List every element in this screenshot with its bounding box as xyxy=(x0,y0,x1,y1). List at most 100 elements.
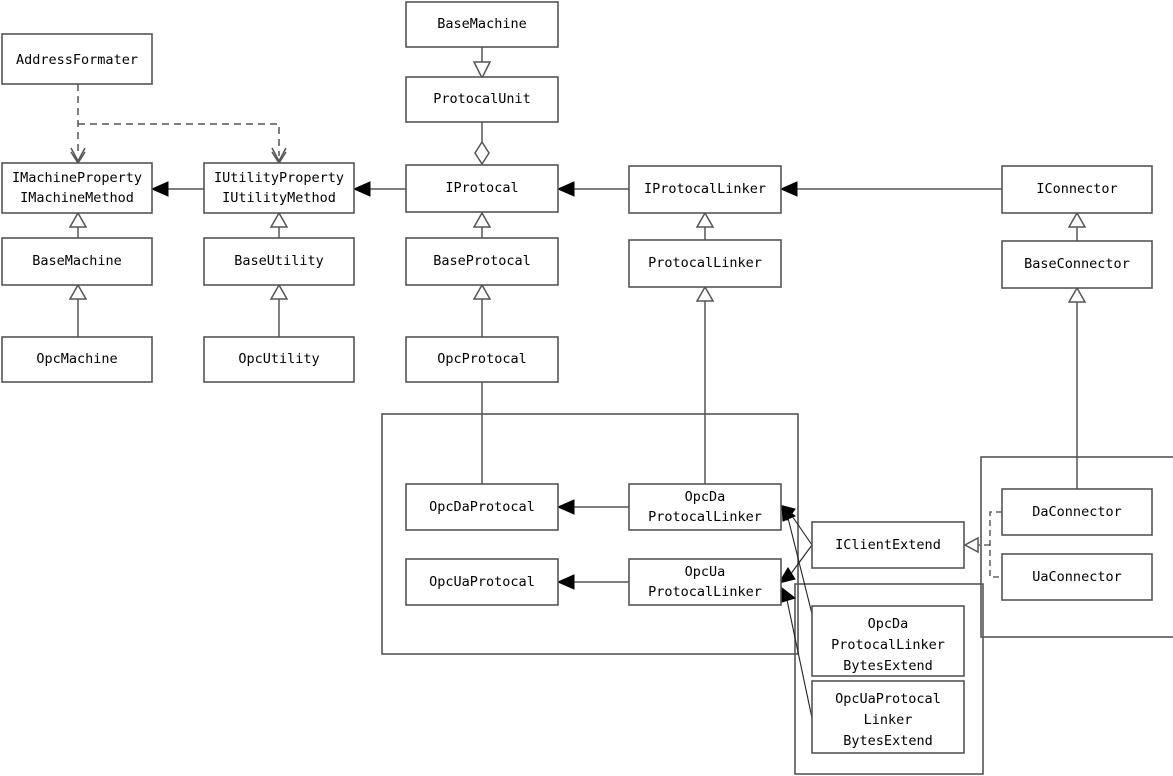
node-iclient-extend-label: IClientExtend xyxy=(835,537,941,553)
node-base-utility-label: BaseUtility xyxy=(234,253,323,269)
edge-opcualinker-opcuaprotocal xyxy=(556,574,629,590)
node-opc-ua-bytes-extend-box[interactable] xyxy=(811,680,965,754)
node-base-connector-box[interactable] xyxy=(1001,240,1153,289)
node-iprotocal-linker-label: IProtocalLinker xyxy=(644,181,766,197)
edge-opcmachine-basemachine xyxy=(68,283,88,337)
edge-iutility-imachine xyxy=(150,181,204,197)
node-opc-ua-protocal-linker[interactable]: OpcUa ProtocalLinker xyxy=(628,558,782,606)
node-iutility-property-box[interactable] xyxy=(203,162,355,214)
edge-iprotocallinker-iprotocal xyxy=(556,181,629,197)
node-opc-da-protocal-linker-box[interactable] xyxy=(628,483,782,531)
node-iprotocal-linker-box[interactable] xyxy=(628,165,782,214)
node-protocal-unit-box[interactable] xyxy=(405,76,559,123)
node-opc-da-protocal[interactable]: OpcDaProtocal xyxy=(405,483,559,531)
node-da-connector-label: DaConnector xyxy=(1032,504,1121,520)
node-iprotocal-linker[interactable]: IProtocalLinker xyxy=(628,165,782,214)
node-iutility-property-label-2: IUtilityMethod xyxy=(222,190,336,206)
edge-iprotocal-iutility xyxy=(352,181,406,197)
node-protocal-unit[interactable]: ProtocalUnit xyxy=(405,76,559,123)
node-base-protocal[interactable]: BaseProtocal xyxy=(405,237,559,286)
node-opc-machine[interactable]: OpcMachine xyxy=(1,336,153,383)
node-iconnector[interactable]: IConnector xyxy=(1001,165,1153,214)
node-opc-da-protocal-label: OpcDaProtocal xyxy=(429,499,535,515)
edge-addressformater-dependencies xyxy=(70,84,287,165)
node-protocal-linker-label: ProtocalLinker xyxy=(648,255,762,271)
edge-baseprotocal-iprotocal xyxy=(472,211,492,238)
node-base-machine-top-box[interactable] xyxy=(405,1,559,48)
edge-opcdalinker-protocallinker xyxy=(695,285,715,484)
group-box-connectors xyxy=(980,456,1173,638)
edge-opcutility-baseutility xyxy=(269,283,289,337)
node-opc-da-bytes-extend-label-3: BytesExtend xyxy=(843,658,932,674)
node-protocal-linker-box[interactable] xyxy=(628,239,782,288)
node-opc-da-bytes-extend-label-1: OpcDa xyxy=(868,616,909,632)
edge-opcdalinker-opcdaprotocal xyxy=(556,499,629,515)
node-opc-machine-box[interactable] xyxy=(1,336,153,383)
node-base-utility-box[interactable] xyxy=(203,237,355,286)
node-iclient-extend-box[interactable] xyxy=(811,521,965,569)
node-iprotocal-label: IProtocal xyxy=(445,180,518,196)
node-iprotocal-box[interactable] xyxy=(405,164,559,213)
node-base-machine[interactable]: BaseMachine xyxy=(1,237,153,286)
node-opc-da-bytes-extend[interactable]: OpcDa ProtocalLinker BytesExtend xyxy=(811,605,965,677)
node-opc-protocal[interactable]: OpcProtocal xyxy=(405,336,559,383)
node-protocal-linker[interactable]: ProtocalLinker xyxy=(628,239,782,288)
node-da-connector[interactable]: DaConnector xyxy=(1001,488,1153,536)
node-opc-da-protocal-linker-label-1: OpcDa xyxy=(685,489,726,505)
node-opc-ua-bytes-extend-label-1: OpcUaProtocal xyxy=(835,691,941,707)
node-iprotocal[interactable]: IProtocal xyxy=(405,164,559,213)
node-ua-connector[interactable]: UaConnector xyxy=(1001,553,1153,601)
node-imachine-property[interactable]: IMachineProperty IMachineMethod xyxy=(1,162,153,214)
node-opc-ua-bytes-extend[interactable]: OpcUaProtocal Linker BytesExtend xyxy=(811,680,965,754)
edge-protocalunit-iprotocal xyxy=(474,121,490,166)
node-opc-ua-protocal-label: OpcUaProtocal xyxy=(429,574,535,590)
node-opc-ua-protocal-linker-label-2: ProtocalLinker xyxy=(648,584,762,600)
node-opc-da-protocal-linker-label-2: ProtocalLinker xyxy=(648,509,762,525)
node-opc-utility[interactable]: OpcUtility xyxy=(203,336,355,383)
node-opc-ua-bytes-extend-label-3: BytesExtend xyxy=(843,733,932,749)
node-opc-machine-label: OpcMachine xyxy=(36,351,117,367)
node-protocal-unit-label: ProtocalUnit xyxy=(433,91,531,107)
node-imachine-property-label-1: IMachineProperty xyxy=(12,170,142,186)
node-opc-utility-box[interactable] xyxy=(203,336,355,383)
node-opc-da-protocal-box[interactable] xyxy=(405,483,559,531)
node-base-utility[interactable]: BaseUtility xyxy=(203,237,355,286)
node-base-machine-top[interactable]: BaseMachine xyxy=(405,1,559,48)
node-opc-ua-protocal-linker-box[interactable] xyxy=(628,558,782,606)
node-opc-da-bytes-extend-label-2: ProtocalLinker xyxy=(831,637,945,653)
node-base-connector[interactable]: BaseConnector xyxy=(1001,240,1153,289)
node-base-machine-box[interactable] xyxy=(1,237,153,286)
node-da-connector-box[interactable] xyxy=(1001,488,1153,536)
node-opc-protocal-box[interactable] xyxy=(405,336,559,383)
edge-opcprotocal-baseprotocal xyxy=(472,283,492,337)
node-base-machine-top-label: BaseMachine xyxy=(437,16,526,32)
edge-basemachine-imachineproperty xyxy=(68,211,88,238)
node-opc-da-bytes-extend-box[interactable] xyxy=(811,605,965,677)
node-ua-connector-label: UaConnector xyxy=(1032,569,1121,585)
node-opc-ua-bytes-extend-label-2: Linker xyxy=(864,712,913,728)
node-opc-ua-protocal[interactable]: OpcUaProtocal xyxy=(405,558,559,606)
node-opc-ua-protocal-box[interactable] xyxy=(405,558,559,606)
node-imachine-property-box[interactable] xyxy=(1,162,153,214)
node-opc-da-protocal-linker[interactable]: OpcDa ProtocalLinker xyxy=(628,483,782,531)
node-address-formater[interactable]: AddressFormater xyxy=(1,33,153,85)
node-iconnector-label: IConnector xyxy=(1036,181,1117,197)
node-iutility-property[interactable]: IUtilityProperty IUtilityMethod xyxy=(203,162,355,214)
node-ua-connector-box[interactable] xyxy=(1001,553,1153,601)
edge-basemachine-protocalunit xyxy=(472,46,492,80)
node-address-formater-box[interactable] xyxy=(1,33,153,85)
node-opc-ua-protocal-linker-label-1: OpcUa xyxy=(685,564,726,580)
edge-connectors-iclientextend xyxy=(963,511,1002,578)
group-box-opc-protocal-linkers xyxy=(381,413,799,655)
edge-daconnector-baseconnector xyxy=(1067,286,1087,489)
edge-protocallinker-iprotocallinker xyxy=(695,211,715,240)
node-base-protocal-box[interactable] xyxy=(405,237,559,286)
edge-baseconnector-iconnector xyxy=(1067,211,1087,241)
edge-iconnector-iprotocallinker xyxy=(779,181,1002,197)
node-iutility-property-label-1: IUtilityProperty xyxy=(214,170,344,186)
group-box-bytes-extend xyxy=(794,583,984,775)
node-iclient-extend[interactable]: IClientExtend xyxy=(811,521,965,569)
node-base-machine-label: BaseMachine xyxy=(32,253,121,269)
node-iconnector-box[interactable] xyxy=(1001,165,1153,214)
